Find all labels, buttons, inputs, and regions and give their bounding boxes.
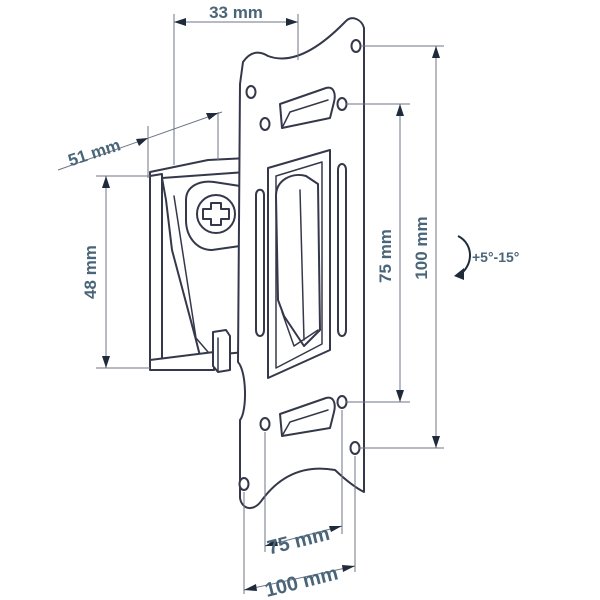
center-window-inner [275,161,323,369]
arrow-51-left [136,138,148,146]
lower-hook-slot-edge [281,409,329,437]
arrow-100h-right [342,565,355,572]
hole-outer-top-right [350,39,362,53]
dimension-line-75h [264,525,343,547]
screw-cross-slot [202,202,230,226]
upper-hook-slot-edge [281,99,329,129]
hole-inner-bottom-right [336,395,348,409]
arrow-75v-bottom [396,390,404,402]
arrow-100h-left [244,584,257,591]
hole-inner-top-right [336,97,348,111]
arrow-75v-top [396,104,404,116]
bracket-arm-edge [173,195,209,353]
hole-inner-bottom-left [259,417,271,431]
arrow-48-top [102,176,110,188]
tilt-arrow-head [454,268,464,280]
label-bracket-height: 48 mm [81,245,100,299]
hole-outer-bottom-left [238,477,250,491]
hole-inner-top-left [259,117,271,131]
dimension-line-100h [243,565,356,591]
pivot-screw [185,180,250,251]
dimension-lines [57,14,471,594]
left-rail [255,188,265,337]
upper-hook-slot [279,86,336,129]
arrow-33-left [174,18,186,26]
arrow-75h-left [265,539,278,546]
bracket-wall-plate [149,173,163,369]
label-top-depth: 33 mm [209,3,263,22]
arrow-100v-top [432,46,440,58]
arrow-33-right [286,18,298,26]
vesa-plate [237,17,365,509]
inner-pivot-arm-edge [281,189,319,347]
right-rail [337,163,347,337]
locking-knob [212,329,231,373]
inner-pivot-arm [275,174,321,347]
arrow-100v-bottom [432,436,440,448]
arrow-75h-right [329,526,342,532]
label-side-depth: 51 mm [66,135,123,170]
arrow-51-right [206,113,218,120]
label-tilt-range: +5°-15° [472,249,519,265]
arrow-48-bottom [102,356,110,368]
hole-outer-top-left [245,85,257,99]
label-inner-vertical: 75 mm [376,229,395,283]
bracket-foot [149,351,215,371]
label-inner-horizontal: 75 mm [265,523,332,560]
label-outer-horizontal: 100 mm [263,562,341,600]
label-outer-vertical: 100 mm [412,216,431,279]
